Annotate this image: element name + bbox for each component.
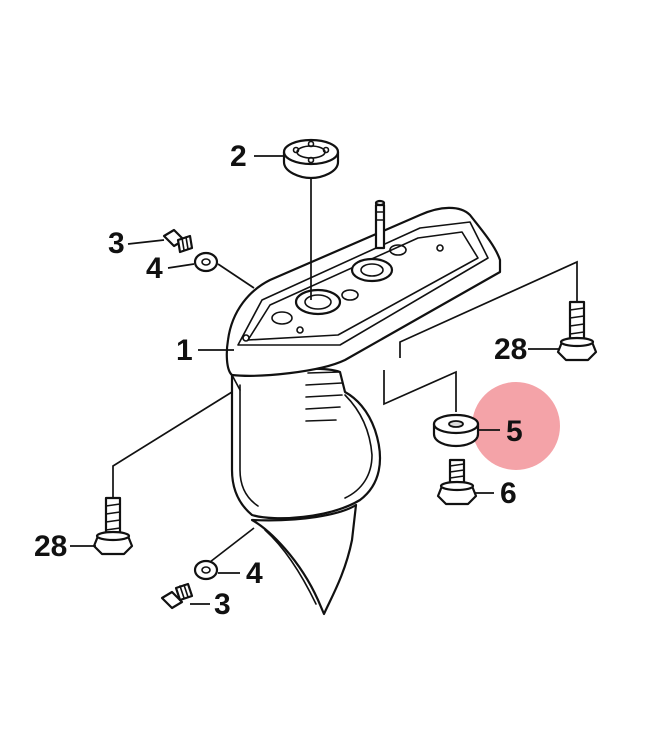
callout-6: 6 <box>500 477 517 510</box>
callout-2: 2 <box>230 140 247 173</box>
callout-5: 5 <box>506 415 523 448</box>
plug-screw-top <box>162 228 194 254</box>
callout-3-bottom: 3 <box>214 588 231 621</box>
washer-bottom <box>193 559 219 581</box>
bolt-6 <box>436 458 478 506</box>
gear-housing <box>225 199 502 616</box>
bolt-right <box>556 300 598 362</box>
callout-3-top: 3 <box>108 227 125 260</box>
callout-4-bottom: 4 <box>246 557 263 590</box>
callout-4-top: 4 <box>146 252 163 285</box>
bearing-seal-part <box>282 138 340 180</box>
bolt-left <box>92 496 134 556</box>
plug-screw-bottom <box>160 582 194 610</box>
spacer-part <box>432 413 480 448</box>
callout-28-right: 28 <box>494 333 527 366</box>
leader-lines <box>70 155 578 605</box>
washer-top <box>193 251 219 273</box>
highlight-circle <box>472 382 560 470</box>
callout-1: 1 <box>176 334 193 367</box>
callout-28-left: 28 <box>34 530 67 563</box>
